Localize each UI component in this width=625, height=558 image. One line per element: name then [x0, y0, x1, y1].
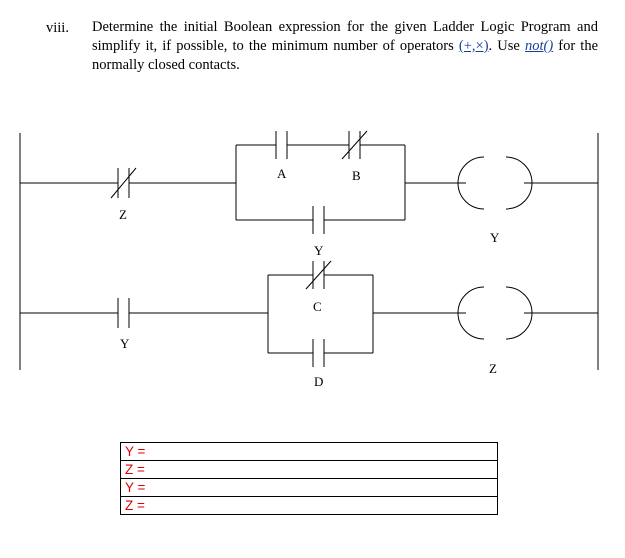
answer-row[interactable]: Z =	[120, 496, 498, 515]
answer-row[interactable]: Y =	[120, 442, 498, 461]
coil-y-label: Y	[490, 230, 500, 245]
answer-row[interactable]: Y =	[120, 478, 498, 497]
contact-nc-b-label: B	[352, 168, 361, 183]
contact-no-y-label: Y	[314, 243, 324, 258]
operators-text: (+,×)	[458, 38, 489, 54]
answer-table: Y = Z = Y = Z =	[120, 442, 498, 515]
question-text-part1: Determine the initial Boolean expression…	[92, 19, 598, 54]
question-text: Determine the initial Boolean expression…	[92, 18, 598, 75]
answer-label: Y =	[120, 478, 498, 497]
rung-1	[20, 130, 598, 234]
answer-label: Z =	[120, 460, 498, 479]
coil-z-symbol	[457, 286, 533, 340]
coil-y-symbol	[457, 156, 533, 210]
answer-label: Z =	[120, 496, 498, 515]
question-number: viii.	[46, 20, 69, 36]
contact-no-y2-label: Y	[120, 336, 130, 351]
rung-2	[20, 260, 598, 367]
contact-nc-c-label: C	[313, 299, 322, 314]
contact-no-y2-symbol	[117, 298, 130, 328]
contact-no-d-label: D	[314, 374, 323, 389]
contact-no-d-symbol	[312, 339, 325, 367]
question-text-part2: . Use	[488, 38, 520, 54]
question-text-part3: for the normally closed contacts.	[92, 38, 599, 73]
answer-row[interactable]: Z =	[120, 460, 498, 479]
contact-nc-z-label: Z	[119, 207, 127, 222]
coil-z-label: Z	[489, 361, 497, 376]
not-function-text: not()	[524, 38, 554, 54]
contact-no-y-symbol	[312, 206, 325, 234]
contact-no-a-label: A	[277, 166, 287, 181]
answer-label: Y =	[120, 442, 498, 461]
contact-no-a-symbol	[275, 131, 288, 159]
